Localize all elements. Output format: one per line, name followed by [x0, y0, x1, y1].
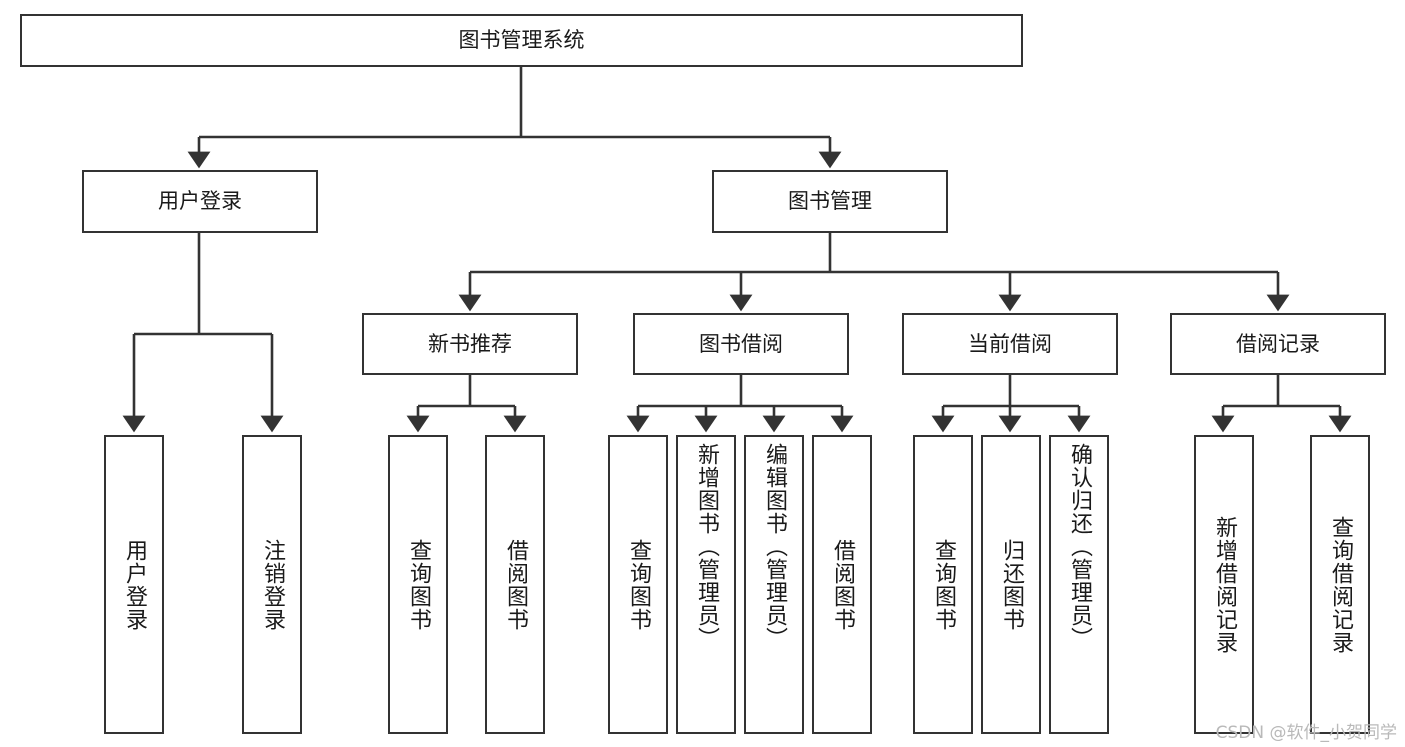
node-new-book-rec-label: 新书推荐 [428, 331, 512, 356]
node-leaf-logout-label: 注销登录 [260, 538, 285, 631]
node-user-login[interactable]: 用户登录 [82, 170, 318, 233]
node-leaf-add-record-label: 新增借阅记录 [1212, 515, 1237, 654]
node-leaf-borrow-book-2-label: 借阅图书 [830, 538, 855, 631]
node-leaf-confirm-return-label: 确认归还（管理员） [1067, 443, 1092, 650]
node-leaf-query-book-3[interactable]: 查询图书 [913, 435, 973, 734]
node-user-login-label: 用户登录 [158, 189, 242, 214]
node-leaf-add-book-label: 新增图书（管理员） [694, 443, 719, 650]
node-root-label: 图书管理系统 [458, 28, 585, 53]
node-leaf-query-book-3-label: 查询图书 [931, 538, 956, 631]
node-leaf-query-book-2-label: 查询图书 [626, 538, 651, 631]
node-book-borrow[interactable]: 图书借阅 [633, 313, 849, 375]
node-leaf-edit-book[interactable]: 编辑图书（管理员） [744, 435, 804, 734]
node-current-borrow-label: 当前借阅 [968, 331, 1052, 356]
node-new-book-rec[interactable]: 新书推荐 [362, 313, 578, 375]
node-leaf-borrow-book-1-label: 借阅图书 [503, 538, 528, 631]
watermark-text: CSDN @软件_小贺同学 [1215, 723, 1397, 743]
node-leaf-borrow-book-1[interactable]: 借阅图书 [485, 435, 545, 734]
node-leaf-query-record[interactable]: 查询借阅记录 [1310, 435, 1370, 734]
node-leaf-query-book-2[interactable]: 查询图书 [608, 435, 668, 734]
node-leaf-user-login[interactable]: 用户登录 [104, 435, 164, 734]
node-borrow-record[interactable]: 借阅记录 [1170, 313, 1386, 375]
node-leaf-return-book[interactable]: 归还图书 [981, 435, 1041, 734]
node-leaf-query-record-label: 查询借阅记录 [1328, 515, 1353, 654]
node-root[interactable]: 图书管理系统 [20, 14, 1023, 67]
node-leaf-return-book-label: 归还图书 [999, 538, 1024, 631]
node-leaf-add-record[interactable]: 新增借阅记录 [1194, 435, 1254, 734]
node-leaf-query-book-1-label: 查询图书 [406, 538, 431, 631]
node-book-borrow-label: 图书借阅 [699, 331, 783, 356]
node-current-borrow[interactable]: 当前借阅 [902, 313, 1118, 375]
node-leaf-confirm-return[interactable]: 确认归还（管理员） [1049, 435, 1109, 734]
node-leaf-edit-book-label: 编辑图书（管理员） [762, 443, 787, 650]
node-leaf-user-login-label: 用户登录 [122, 538, 147, 631]
node-borrow-record-label: 借阅记录 [1236, 331, 1320, 356]
node-leaf-borrow-book-2[interactable]: 借阅图书 [812, 435, 872, 734]
node-leaf-query-book-1[interactable]: 查询图书 [388, 435, 448, 734]
node-leaf-add-book[interactable]: 新增图书（管理员） [676, 435, 736, 734]
node-book-manage[interactable]: 图书管理 [712, 170, 948, 233]
node-leaf-logout[interactable]: 注销登录 [242, 435, 302, 734]
node-book-manage-label: 图书管理 [788, 189, 872, 214]
